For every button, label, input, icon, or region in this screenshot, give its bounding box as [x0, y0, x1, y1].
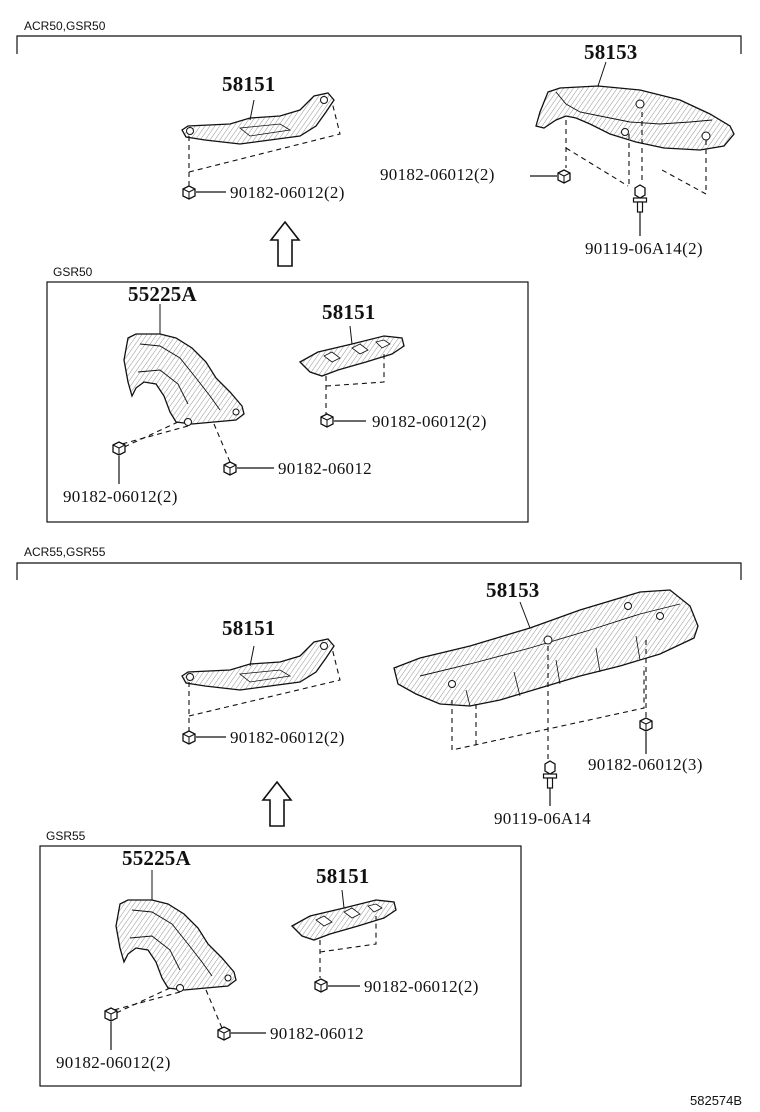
ref-label-58153-bottom-nut[interactable]: 90182-06012(3) — [588, 755, 703, 774]
diagram-code: 582574B — [690, 1093, 743, 1108]
ref-label-58151-top-nut[interactable]: 90182-06012(2) — [230, 183, 345, 202]
nut-pair-55225a-gsr50 — [112, 441, 126, 456]
ref-label-55225a-gsr50-nut-single[interactable]: 90182-06012 — [278, 459, 372, 478]
nut-pair-55225a-gsr55 — [104, 1007, 118, 1022]
nut-58151-bottom — [182, 730, 196, 745]
ref-label-55225a-gsr50-nut-pair[interactable]: 90182-06012(2) — [63, 487, 178, 506]
ref-label-58153-bottom-bolt[interactable]: 90119-06A14 — [494, 809, 592, 828]
55225a-gsr50-dashes — [121, 421, 231, 463]
ref-label-58153-top-nut[interactable]: 90182-06012(2) — [380, 165, 495, 184]
part-58151-gsr50-drawing — [298, 325, 405, 377]
inset-label-gsr55: GSR55 — [46, 829, 86, 843]
bolt-58153-top — [632, 184, 648, 213]
part-label-58151-bottom[interactable]: 58151 — [222, 616, 276, 640]
58153-top-dashes — [565, 112, 707, 195]
part-58153-top-drawing — [535, 61, 735, 151]
part-55225a-gsr50-drawing — [123, 304, 245, 426]
part-label-55225a-gsr55[interactable]: 55225A — [122, 846, 191, 870]
58153-bottom-dashes — [451, 640, 647, 760]
58151-top-dashes — [188, 101, 341, 188]
ref-label-55225a-gsr55-nut-pair[interactable]: 90182-06012(2) — [56, 1053, 171, 1072]
58151-bottom-dashes — [188, 647, 341, 732]
part-label-58151-gsr55[interactable]: 58151 — [316, 864, 370, 888]
ref-label-58151-bottom-nut[interactable]: 90182-06012(2) — [230, 728, 345, 747]
gsr55-inset-box — [39, 845, 522, 1087]
part-label-58151-top[interactable]: 58151 — [222, 72, 276, 96]
up-arrow-top — [270, 221, 300, 267]
inset-label-gsr50: GSR50 — [53, 265, 93, 279]
58151-gsr50-dashes — [325, 352, 385, 414]
nut-58153-top — [557, 169, 571, 184]
nut-single-55225a-gsr55 — [217, 1026, 231, 1041]
gsr50-inset-box — [46, 281, 529, 523]
55225a-gsr55-dashes — [113, 987, 223, 1029]
up-arrow-bottom — [262, 781, 292, 827]
part-58153-bottom-drawing — [393, 589, 699, 707]
nut-58151-gsr50 — [320, 413, 334, 428]
part-58151-top-drawing — [181, 92, 335, 145]
part-label-55225a-gsr50[interactable]: 55225A — [128, 282, 197, 306]
part-label-58153-bottom[interactable]: 58153 — [486, 578, 540, 602]
part-55225a-gsr55-drawing — [115, 870, 237, 992]
top-section-bracket — [16, 35, 742, 54]
ref-label-55225a-gsr55-nut-single[interactable]: 90182-06012 — [270, 1024, 364, 1043]
bottom-section-bracket — [16, 562, 742, 580]
part-58151-bottom-drawing — [181, 638, 335, 691]
ref-label-58153-top-bolt[interactable]: 90119-06A14(2) — [585, 239, 703, 258]
nut-58151-gsr55 — [314, 978, 328, 993]
part-label-58153-top[interactable]: 58153 — [584, 40, 638, 64]
bolt-58153-bottom — [542, 760, 558, 789]
nut-58151-top — [182, 185, 196, 200]
part-58151-gsr55-drawing — [290, 889, 397, 941]
nut-58153-bottom — [639, 717, 653, 732]
nut-single-55225a-gsr50 — [223, 461, 237, 476]
part-label-58151-gsr50[interactable]: 58151 — [322, 300, 376, 324]
58151-gsr55-dashes — [319, 916, 377, 978]
ref-label-58151-gsr50-nut[interactable]: 90182-06012(2) — [372, 412, 487, 431]
section-label-top: ACR50,GSR50 — [24, 19, 106, 33]
ref-label-58151-gsr55-nut[interactable]: 90182-06012(2) — [364, 977, 479, 996]
section-label-bottom: ACR55,GSR55 — [24, 545, 106, 559]
